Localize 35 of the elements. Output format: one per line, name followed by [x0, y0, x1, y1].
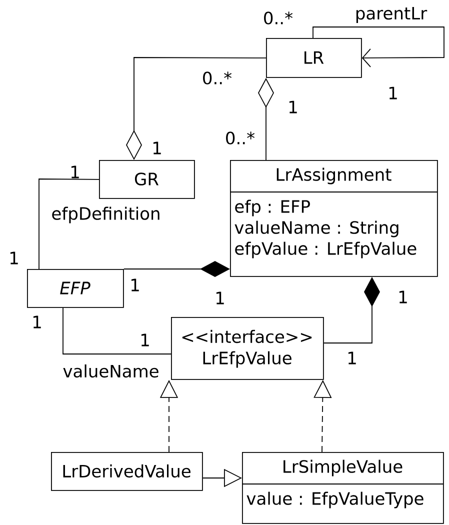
- class-name: LrAssignment: [276, 168, 392, 184]
- class-box: [99, 160, 195, 199]
- multiplicity-label: 0..*: [226, 132, 255, 144]
- class-box: [266, 38, 362, 78]
- multiplicity-label: 1: [216, 292, 224, 304]
- attribute-text: efp : EFP: [235, 200, 310, 216]
- role-label: efpDefinition: [50, 206, 162, 224]
- association-arrow: [312, 26, 444, 68]
- class-box: [230, 160, 438, 277]
- class-name: LR: [304, 51, 324, 64]
- multiplicity-label: 1: [389, 86, 397, 100]
- class-box: [171, 317, 324, 380]
- attribute-text: efpValue : LrEfpValue: [235, 242, 416, 258]
- multiplicity-label: 1: [131, 278, 139, 292]
- class-box: [51, 452, 203, 491]
- class-name: LrSimpleValue: [284, 460, 402, 476]
- multiplicity-label: 0..*: [203, 72, 232, 84]
- association-line: [38, 178, 100, 270]
- role-label: parentLr: [354, 6, 428, 24]
- class-name: EFP: [60, 282, 90, 294]
- class-name: GR: [134, 172, 158, 186]
- multiplicity-label: 1: [10, 252, 18, 264]
- role-label: valueName: [62, 363, 160, 379]
- attribute-text: value : EfpValueType: [246, 492, 424, 508]
- class-box: [27, 269, 124, 308]
- class-name: LrEfpValue: [203, 351, 292, 368]
- class-box: [242, 452, 444, 524]
- stereotype-text: <<interface>>: [182, 330, 312, 344]
- multiplicity-label: 1: [289, 100, 297, 114]
- multiplicity-label: 1: [71, 166, 79, 178]
- association-line: [62, 307, 172, 354]
- attribute-text: valueName : String: [234, 220, 398, 238]
- class-name: LrDerivedValue: [63, 464, 190, 478]
- multiplicity-label: 1: [348, 352, 356, 364]
- multiplicity-label: 1: [141, 334, 149, 346]
